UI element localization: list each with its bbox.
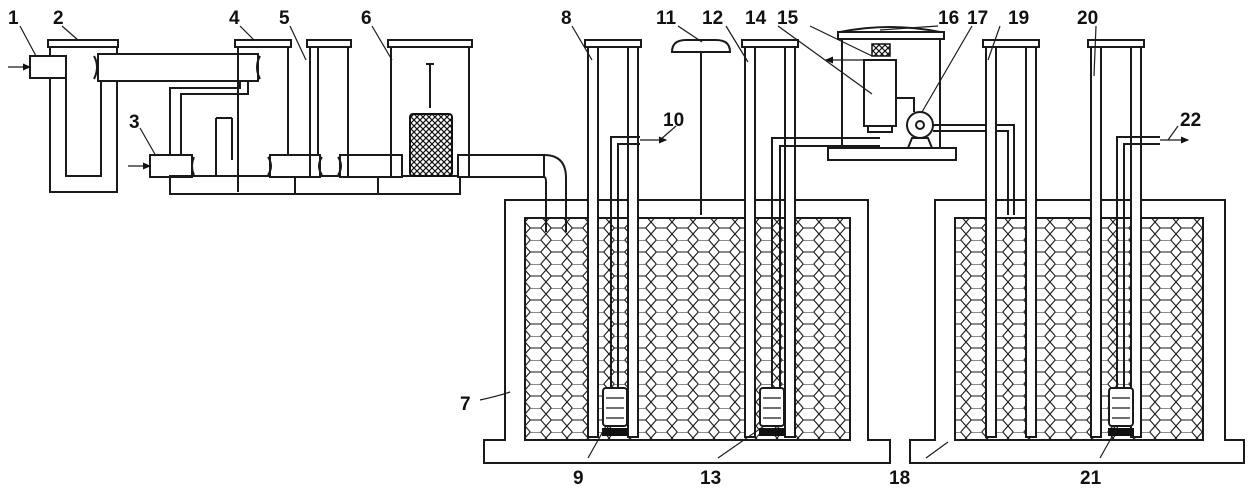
label-9: 9: [573, 468, 584, 489]
label-11: 11: [656, 8, 677, 29]
component-11: [670, 39, 732, 215]
tank-5: [306, 39, 352, 176]
pump-13: [759, 387, 785, 436]
feed-pipe-to-tank-7: [543, 154, 567, 232]
label-19: 19: [1008, 8, 1029, 29]
tank-2: [47, 39, 119, 193]
label-20: 20: [1077, 8, 1098, 29]
connecting-pipes: [169, 81, 249, 176]
label-14: 14: [745, 8, 767, 29]
leader-lines: [19, 25, 1179, 459]
column-12: [741, 39, 799, 438]
label-2: 2: [53, 8, 64, 29]
column-20: [1087, 39, 1145, 438]
label-18: 18: [889, 468, 910, 489]
label-22: 22: [1180, 110, 1201, 131]
label-1: 1: [8, 8, 19, 29]
pump-21: [1108, 387, 1134, 436]
label-10: 10: [663, 110, 684, 131]
label-13: 13: [700, 468, 721, 489]
tank-4: [234, 39, 292, 192]
pump-9: [602, 387, 628, 436]
label-3: 3: [129, 112, 140, 133]
tank-7: [483, 199, 891, 464]
label-15: 15: [777, 8, 799, 29]
base-platform-left: [169, 175, 461, 195]
component-1: [8, 55, 67, 79]
label-16: 16: [938, 8, 959, 29]
label-5: 5: [279, 8, 290, 29]
tank-6: [387, 39, 473, 177]
column-8: [584, 39, 642, 438]
label-21: 21: [1080, 468, 1102, 489]
label-7: 7: [460, 394, 471, 415]
label-17: 17: [967, 8, 988, 29]
tank-18: [909, 199, 1245, 464]
pipe-22: [1116, 136, 1190, 390]
horizontal-pipe-top: [93, 53, 261, 82]
filter-14: [824, 43, 897, 133]
label-8: 8: [561, 8, 572, 29]
pipe-13-riser: [771, 137, 880, 390]
component-3: [128, 154, 195, 178]
pipe-10: [610, 136, 668, 390]
pump-17: [896, 97, 934, 149]
pipe-19: [933, 124, 1015, 215]
part-labels: 1 2 3 4 5 6 7 8 9 10 11 12 13 14 15 16 1…: [8, 8, 1201, 489]
pipe-segments-lower: [267, 154, 545, 178]
label-12: 12: [702, 8, 723, 29]
column-19: [982, 39, 1040, 438]
label-4: 4: [229, 8, 240, 29]
label-6: 6: [361, 8, 372, 29]
